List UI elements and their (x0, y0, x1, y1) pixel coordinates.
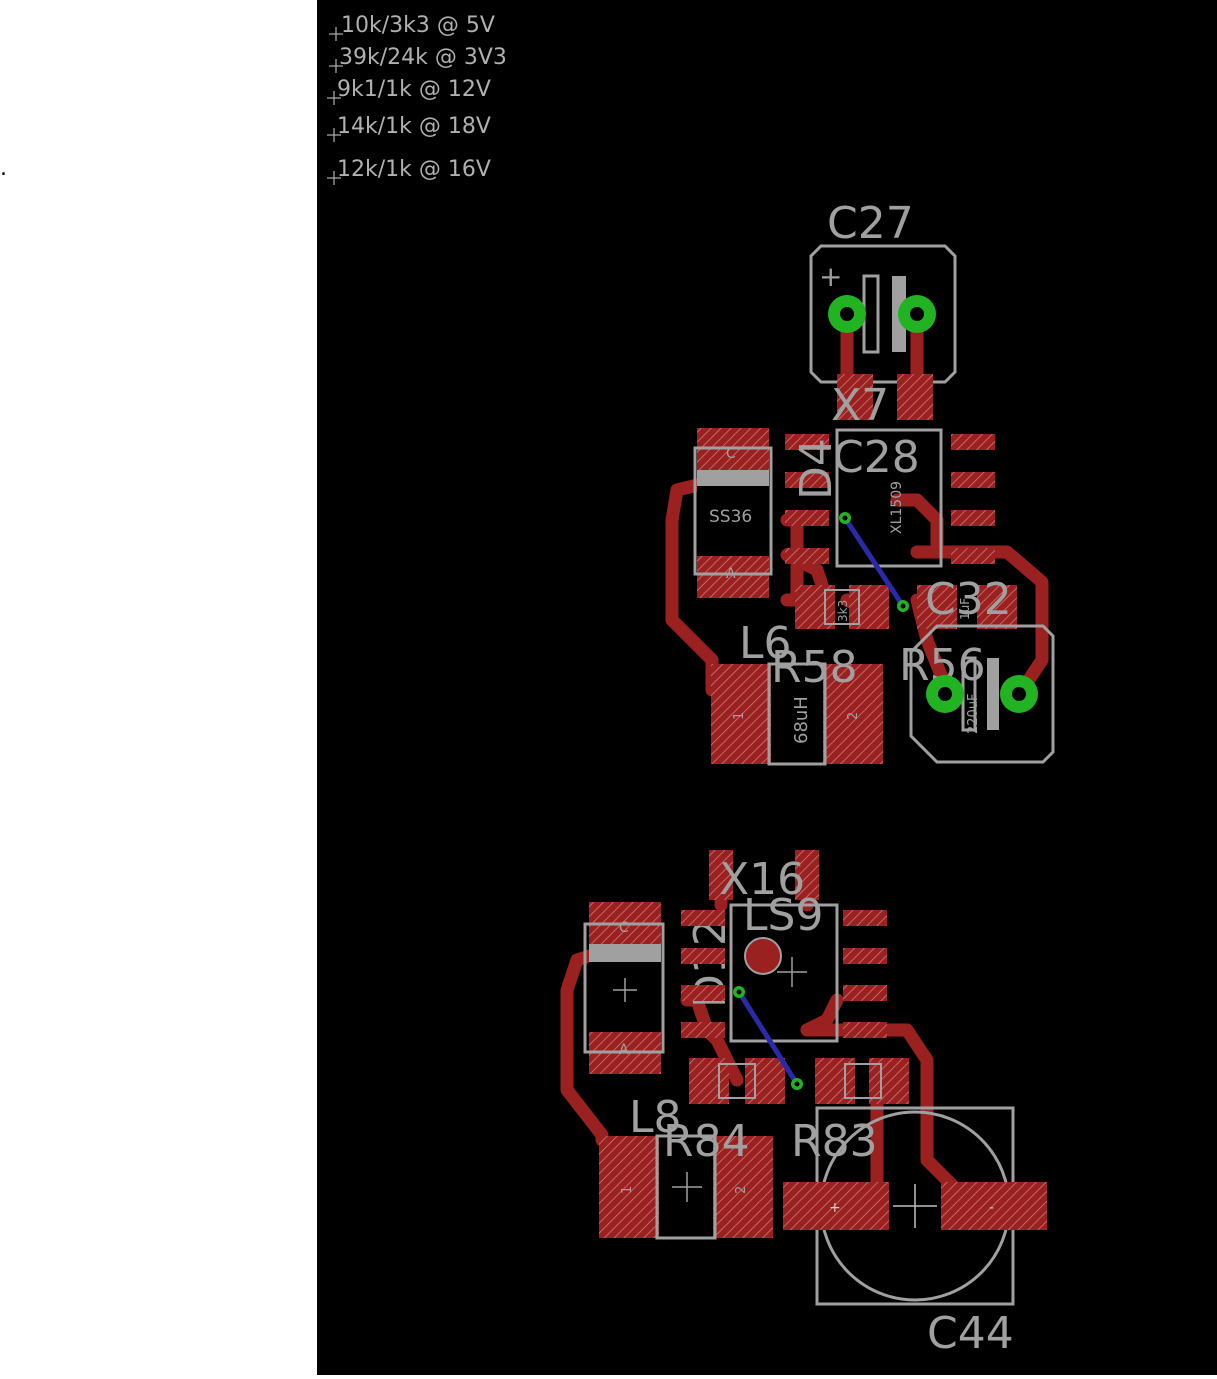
c32-label: C32 (925, 574, 1012, 625)
d12-diode[interactable]: C A (583, 902, 665, 1074)
x7-component[interactable]: X7 (831, 374, 933, 431)
d4-part: SS36 (709, 507, 752, 527)
note-5v: 10k/3k3 @ 5V (341, 13, 495, 38)
side-panel-mark: . (0, 156, 7, 181)
r-3k3-value: 3k3 (836, 600, 850, 622)
note-16v: 12k/1k @ 16V (337, 157, 491, 182)
x16-label: X16 (719, 854, 805, 905)
d4-anode: A (726, 566, 736, 582)
lower-ic-pads[interactable] (681, 910, 887, 1038)
d4-cathode: C (726, 446, 736, 462)
r84-label: R84 (663, 1116, 750, 1167)
c44-plus: + (829, 1200, 841, 1216)
c27-label: C27 (827, 198, 914, 249)
l6-inductor[interactable]: 1 2 68uH L6 R58 (711, 618, 883, 766)
c32-value: 1uF (958, 598, 972, 620)
l6-value: 68uH (791, 696, 812, 744)
c44-minus: - (989, 1200, 994, 1216)
note-18v: 14k/1k @ 18V (337, 114, 491, 139)
xl1509-ic[interactable]: XL1509 C28 D4 (785, 428, 995, 568)
l8-label: L8 (629, 1092, 682, 1143)
d4-diode[interactable]: C A SS36 (693, 428, 773, 598)
d4-label: D4 (791, 438, 842, 500)
note-3v3: 39k/24k @ 3V3 (339, 45, 507, 70)
l6-pin2: 2 (846, 712, 861, 720)
pcb-canvas[interactable]: 10k/3k3 @ 5V 39k/24k @ 3V3 9k1/1k @ 12V … (317, 0, 1217, 1375)
ls9-label: LS9 (743, 890, 823, 941)
l8-pin1: 1 (620, 1186, 635, 1194)
c27-capacitor[interactable]: + C27 (809, 198, 957, 384)
note-origin-cross (327, 27, 343, 185)
c27-plus: + (819, 260, 842, 293)
d12-cathode: C (619, 920, 629, 936)
upper-via (839, 512, 909, 612)
r-3k3[interactable]: 3k3 (795, 585, 889, 629)
c28-label: C28 (833, 432, 920, 483)
l6-pin1: 1 (732, 712, 747, 720)
l8-pin2: 2 (734, 1186, 749, 1194)
notes-block: 10k/3k3 @ 5V 39k/24k @ 3V3 9k1/1k @ 12V … (327, 13, 507, 185)
c32-capacitor[interactable]: 1uF C32 (917, 574, 1017, 629)
side-panel: . (0, 0, 317, 1375)
xl1509-part: XL1509 (889, 481, 905, 534)
pcb-layout: 10k/3k3 @ 5V 39k/24k @ 3V3 9k1/1k @ 12V … (327, 13, 1055, 1359)
l6-label: L6 (739, 618, 792, 669)
lower-via (733, 986, 803, 1090)
r58-label: R58 (771, 642, 858, 693)
cap-220uf-value: 220uF (966, 693, 981, 734)
note-12v: 9k1/1k @ 12V (337, 77, 491, 102)
x7-label: X7 (831, 380, 889, 431)
upper-circuit: + C27 X7 XL1509 C28 D4 (665, 198, 1055, 766)
lower-resistors[interactable] (689, 1058, 909, 1104)
l8-inductor[interactable]: 1 2 L8 R84 R83 (599, 1092, 878, 1240)
c44-label: C44 (927, 1308, 1014, 1359)
cap-220uf[interactable]: 220uF R56 (899, 624, 1055, 764)
c44-capacitor[interactable]: + - C44 (783, 1106, 1047, 1359)
d12-anode: A (619, 1042, 629, 1058)
lower-circuit: X16 LS9 D12 C A (560, 850, 1047, 1359)
